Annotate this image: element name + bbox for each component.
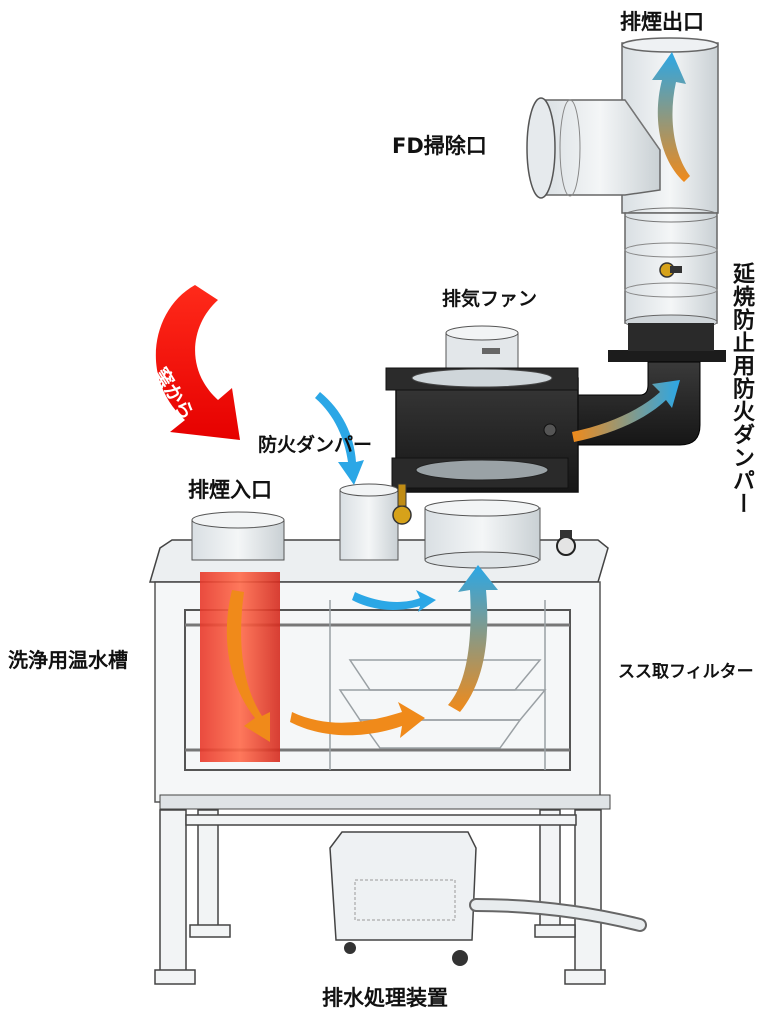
stand (154, 809, 606, 985)
label-exhaust-fan: 排気ファン (442, 288, 538, 310)
fire-damper-valve-icon (659, 262, 682, 278)
exhaust-fan (385, 325, 579, 493)
caster-wheel-icon (344, 942, 468, 966)
kiln-inflow-arrow (155, 285, 240, 440)
label-fire-damper: 防火ダンパー (258, 434, 373, 456)
fan-outlet-arrow (572, 380, 680, 442)
bottom-flow-arrow (290, 702, 425, 738)
drain-unit (329, 831, 647, 966)
label-exhaust-outlet: 排煙出口 (620, 10, 704, 34)
stack-outflow-arrow (652, 52, 690, 182)
label-soot-filter: スス取フィルター (618, 662, 754, 682)
rising-flow-arrow (448, 565, 498, 712)
label-exhaust-inlet: 排煙入口 (188, 478, 272, 502)
fire-damper-valve-icon (392, 483, 412, 525)
exhaust-stack (526, 37, 726, 446)
pressure-gauge-icon (556, 530, 576, 556)
tank-flow-arrow (226, 590, 270, 742)
label-drain-unit: 排水処理装置 (322, 986, 448, 1010)
damper-intake-arrow (315, 392, 364, 485)
flow-arrows (155, 52, 690, 742)
label-cleaning-tank: 洗浄用温水槽 (8, 648, 128, 672)
label-fd-cleanout: FD掃除口 (392, 134, 487, 158)
label-fire-spread-damper: 延焼防止用防火ダンパー (729, 262, 754, 515)
damper-inflow-arrow (352, 590, 436, 612)
